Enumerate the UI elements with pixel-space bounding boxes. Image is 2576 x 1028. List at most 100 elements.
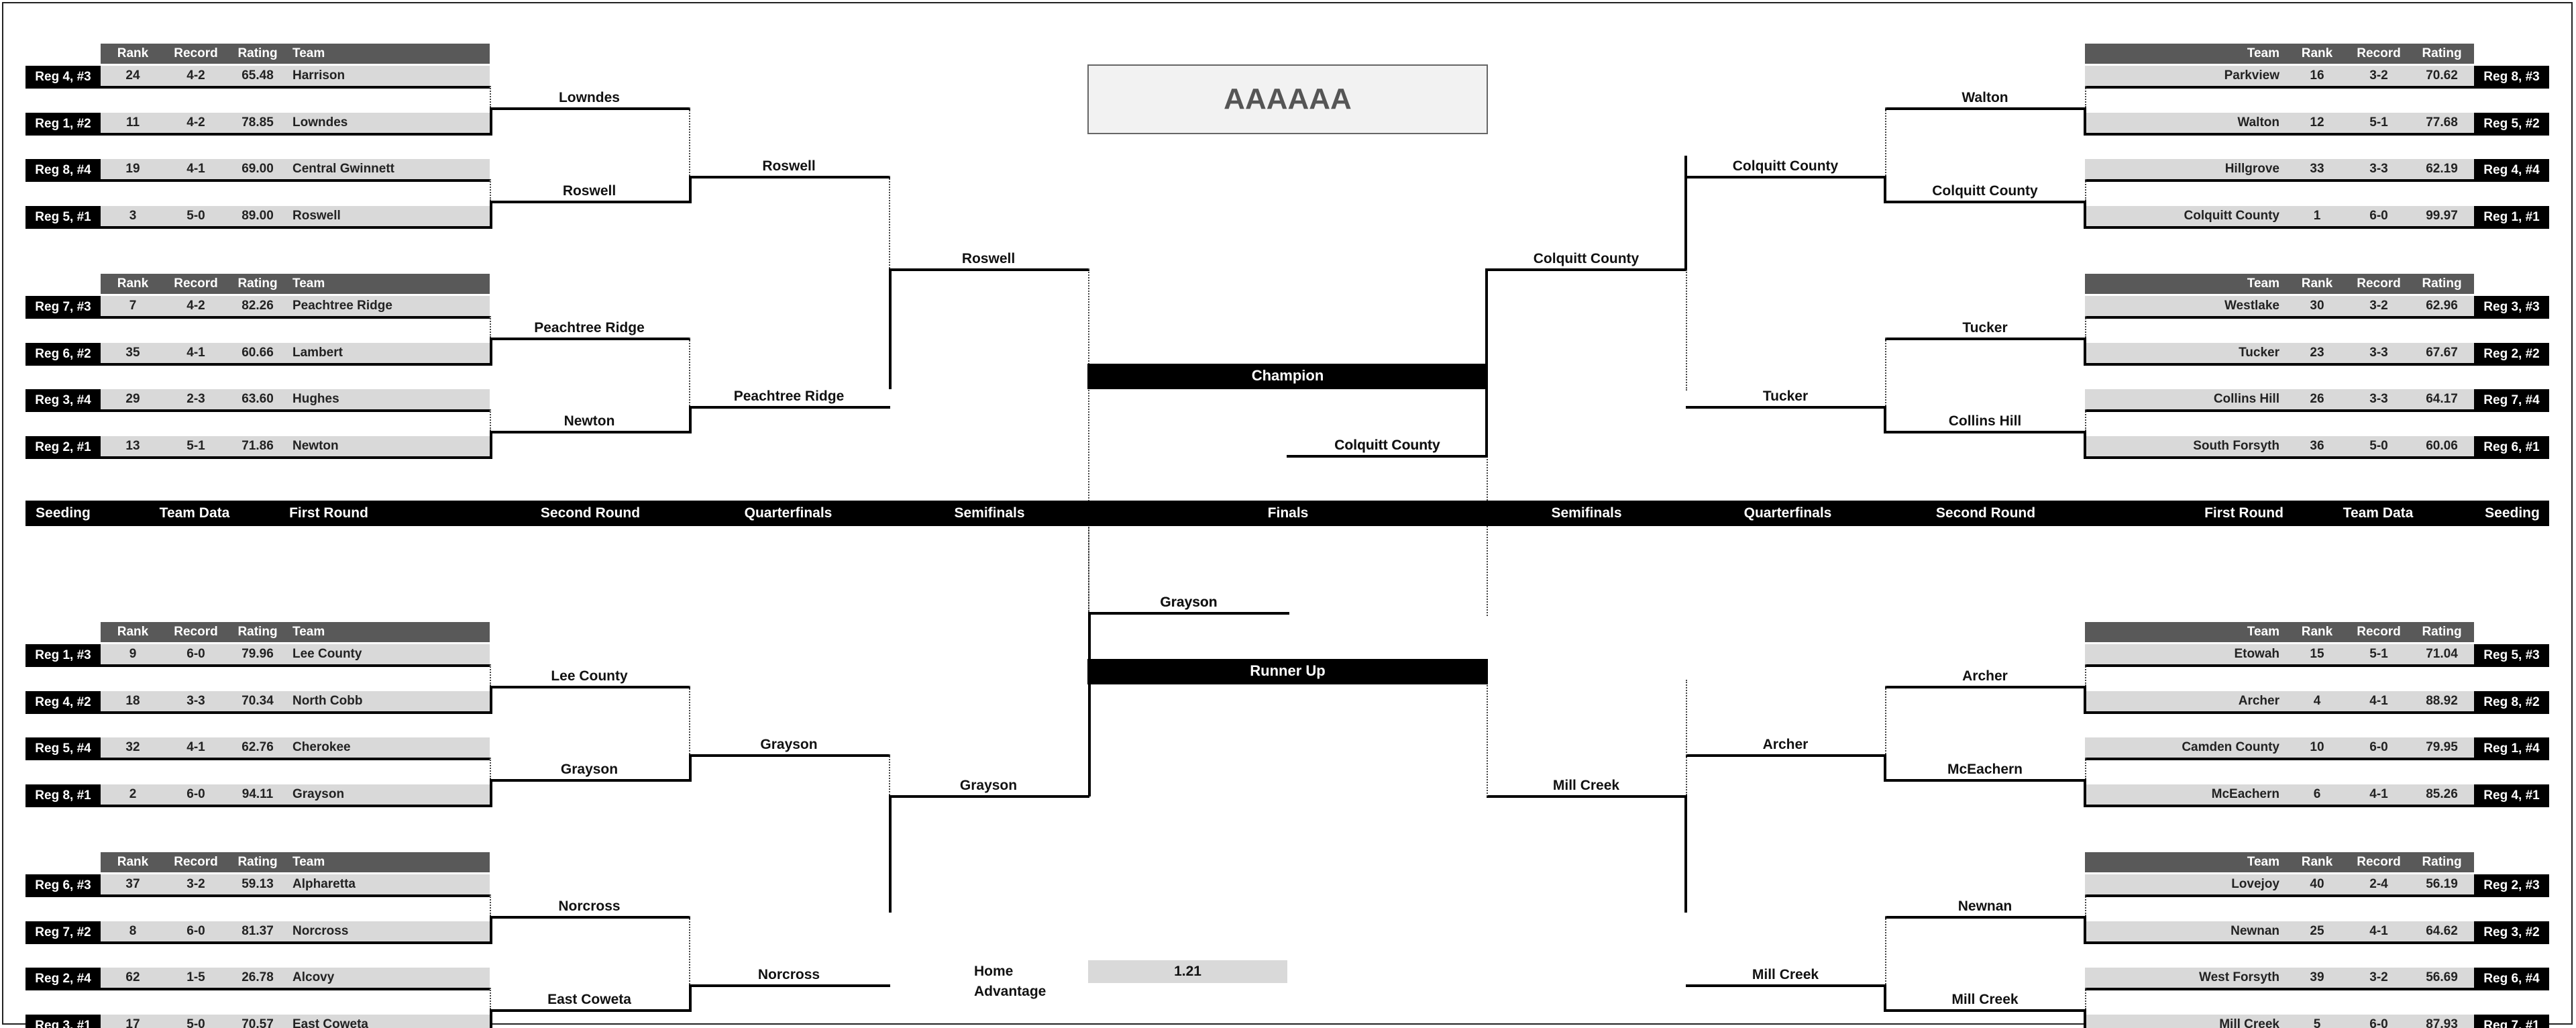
team-underline <box>101 133 490 136</box>
first-round-dotted-connector <box>2085 316 2086 338</box>
first-round-dotted-connector <box>490 316 491 338</box>
first-round-dotted-connector <box>2085 894 2086 916</box>
team-underline <box>101 409 490 412</box>
first-round-winner: Newnan <box>1957 898 2012 914</box>
quarterfinal-connector <box>1684 795 1687 913</box>
team-name: Westlake <box>2085 296 2286 316</box>
first-round-winner-line <box>490 1009 690 1012</box>
team-record: 3-3 <box>2348 343 2410 363</box>
seed-label: Reg 5, #1 <box>25 206 101 229</box>
team-name: Grayson <box>288 784 490 805</box>
champion-line <box>1287 455 1288 458</box>
first-round-winner-line <box>490 779 690 782</box>
team-name: Peachtree Ridge <box>288 296 490 316</box>
team-rating: 85.26 <box>2410 784 2474 805</box>
team-record: 4-1 <box>165 343 227 363</box>
team-rank: 11 <box>101 113 165 133</box>
team-rank: 16 <box>2286 66 2348 86</box>
team-rating: 78.85 <box>227 113 288 133</box>
quarterfinal-connector <box>1684 156 1687 270</box>
round-label: Team Data <box>2343 505 2414 521</box>
first-round-winner: Roswell <box>562 183 616 199</box>
seed-label: Reg 3, #1 <box>25 1015 101 1028</box>
team-name: Lovejoy <box>2085 874 2286 894</box>
table-header-rating: Rating <box>2410 274 2474 294</box>
team-rank: 13 <box>101 436 165 456</box>
team-rank: 17 <box>101 1015 165 1028</box>
team-rank: 26 <box>2286 389 2348 409</box>
round-label: First Round <box>289 505 368 521</box>
team-rating: 71.86 <box>227 436 288 456</box>
team-rank: 19 <box>101 159 165 179</box>
table-header-record: Record <box>2348 274 2410 294</box>
table-header-rank: Rank <box>2286 44 2348 64</box>
quarterfinal-dotted-connector <box>1686 270 1687 391</box>
first-round-connector <box>2084 686 2086 714</box>
team-rank: 4 <box>2286 691 2348 711</box>
seed-label: Reg 3, #4 <box>25 389 101 412</box>
seed-label: Reg 1, #2 <box>25 113 101 136</box>
round-label: Second Round <box>1935 505 2036 521</box>
first-round-winner: McEachern <box>1947 762 2023 777</box>
first-round-winner: Walton <box>1962 90 2008 105</box>
second-round-connector <box>689 176 692 203</box>
second-round-winner: Peachtree Ridge <box>733 389 845 404</box>
team-name: North Cobb <box>288 691 490 711</box>
first-round-winner-line <box>1885 107 2085 110</box>
team-rank: 33 <box>2286 159 2348 179</box>
second-round-dotted-connector <box>689 916 690 984</box>
second-round-winner: Archer <box>1762 737 1809 752</box>
home-advantage-value: 1.21 <box>1088 960 1287 983</box>
team-rating: 79.96 <box>227 644 288 664</box>
first-round-winner: Lee County <box>551 668 628 684</box>
team-rank: 23 <box>2286 343 2348 363</box>
seed-label: Reg 2, #1 <box>25 436 101 459</box>
seed-label: Reg 5, #2 <box>2474 113 2549 136</box>
team-rating: 60.66 <box>227 343 288 363</box>
quarterfinal-connector <box>889 795 892 913</box>
first-round-connector <box>2084 338 2086 366</box>
team-name: Newton <box>288 436 490 456</box>
first-round-winner-line <box>490 431 690 433</box>
team-record: 6-0 <box>165 921 227 941</box>
team-name: East Coweta <box>288 1015 490 1028</box>
second-round-connector <box>1884 406 1886 433</box>
second-round-winner: Colquitt County <box>1732 158 1839 174</box>
round-label: Quarterfinals <box>1743 505 1832 521</box>
first-round-winner: Lowndes <box>558 90 620 105</box>
semifinal-dotted-connector <box>1088 525 1089 612</box>
first-round-winner: Grayson <box>560 762 619 777</box>
round-label: Semifinals <box>954 505 1025 521</box>
team-record: 4-2 <box>165 113 227 133</box>
team-underline <box>2085 805 2474 807</box>
team-underline <box>101 316 490 319</box>
team-underline <box>101 179 490 182</box>
team-rank: 3 <box>101 206 165 226</box>
seed-label: Reg 2, #3 <box>2474 874 2549 897</box>
first-round-winner: Tucker <box>1962 320 2008 336</box>
team-name: Alcovy <box>288 968 490 988</box>
seed-label: Reg 4, #2 <box>25 691 101 714</box>
team-rank: 39 <box>2286 968 2348 988</box>
second-round-winner-line <box>689 984 890 987</box>
team-record: 5-0 <box>165 1015 227 1028</box>
team-rank: 10 <box>2286 737 2348 758</box>
quarterfinal-dotted-connector <box>889 754 890 795</box>
team-name: Alpharetta <box>288 874 490 894</box>
team-record: 1-5 <box>165 968 227 988</box>
first-round-winner-line <box>1885 338 2085 340</box>
team-name: McEachern <box>2085 784 2286 805</box>
team-record: 3-3 <box>2348 159 2410 179</box>
quarterfinal-dotted-connector <box>889 176 890 268</box>
team-name: Lee County <box>288 644 490 664</box>
team-underline <box>2085 664 2474 667</box>
seed-label: Reg 7, #3 <box>25 296 101 319</box>
team-name: Etowah <box>2085 644 2286 664</box>
seed-label: Reg 6, #1 <box>2474 436 2549 459</box>
team-rank: 5 <box>2286 1015 2348 1028</box>
team-rating: 89.00 <box>227 206 288 226</box>
team-rating: 94.11 <box>227 784 288 805</box>
team-underline <box>2085 86 2474 89</box>
